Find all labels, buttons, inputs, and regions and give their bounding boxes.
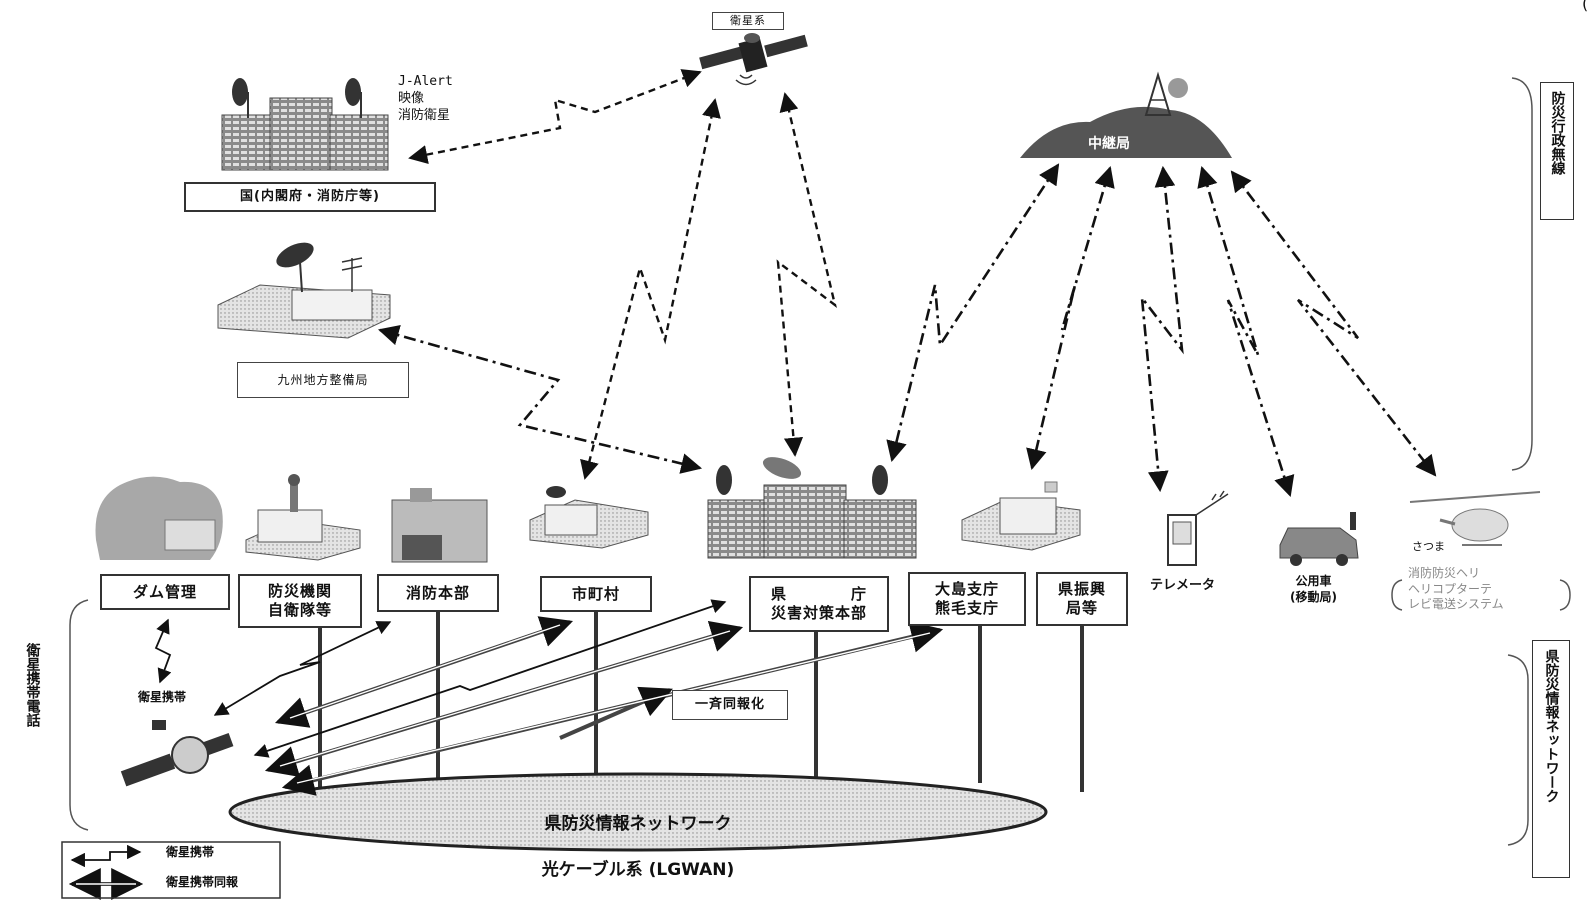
corner-mark: (	[1582, 0, 1589, 13]
national-building-icon	[221, 78, 389, 171]
side-label-right-top: 防災行政無線	[1540, 82, 1574, 220]
heli-system-label: 消防防災ヘリ ヘリコプターテ レビ電送システム	[1408, 566, 1504, 612]
legend-label-2: 衛星携帯同報	[166, 875, 239, 889]
dam-box: ダム管理	[100, 574, 230, 610]
bousai-kikan-icon	[245, 474, 361, 561]
oshima-building-icon	[961, 481, 1081, 551]
kyushu-box: 九州地方整備局	[237, 362, 409, 398]
bracket-heli-right	[1559, 579, 1571, 611]
kyushu-facility-icon	[217, 242, 391, 339]
relay-label: 中継局	[1088, 136, 1130, 152]
side-label-right-bottom-text: 県防災情報ネットワーク	[1543, 649, 1560, 803]
municipality-icon	[529, 486, 649, 549]
sat-phone-label: 衛星携帯	[138, 690, 187, 704]
bracket-network-right	[1507, 654, 1529, 846]
jalert-label: J-Alert 映像 消防衛星	[398, 74, 453, 123]
legend-symbols	[68, 844, 144, 900]
satellite-label: 衛星系	[712, 12, 784, 30]
bracket-bousai-musen	[1511, 77, 1533, 471]
side-label-left-text: 衛星携帯電話	[24, 643, 41, 727]
broadcast-label: 一斉同報化	[672, 690, 788, 720]
side-label-right-top-text: 防災行政無線	[1549, 91, 1566, 175]
side-label-right-bottom: 県防災情報ネットワーク	[1532, 640, 1570, 878]
public-car-icon	[1279, 512, 1359, 566]
bousai-kikan-box: 防災機関 自衛隊等	[238, 574, 362, 628]
shobo-honbu-box: 消防本部	[377, 574, 499, 612]
legend-label-1: 衛星携帯	[166, 845, 215, 859]
public-car-label: 公用車 (移動局)	[1290, 574, 1337, 604]
satellite-links	[408, 69, 837, 480]
oshima-box: 大島支庁 熊毛支庁	[908, 572, 1026, 626]
network-label: 県防災情報ネットワーク 光ケーブル系 (LGWAN)	[438, 790, 838, 905]
sat-phone-satellite-icon	[120, 720, 234, 787]
dam-icon	[95, 476, 223, 560]
network-line1: 県防災情報ネットワーク	[544, 813, 732, 834]
shichoson-box: 市町村	[540, 576, 652, 612]
satellite-icon	[699, 33, 808, 86]
telemeter-label: テレメータ	[1150, 578, 1216, 593]
side-label-left: 衛星携帯電話	[12, 603, 52, 783]
bracket-left	[69, 599, 89, 831]
kenshinko-box: 県振興 局等	[1036, 572, 1128, 626]
relay-station-hill	[1020, 71, 1232, 158]
kencho-box: 県 庁 災害対策本部	[749, 576, 889, 632]
prefecture-office-icon	[707, 457, 917, 559]
heli-name-label: さつま	[1412, 540, 1445, 553]
fire-hq-icon	[391, 488, 488, 563]
national-box: 国(内閣府・消防庁等)	[184, 182, 436, 212]
legend-frame	[61, 841, 281, 899]
helicopter-icon	[1409, 491, 1541, 546]
radio-links	[377, 163, 1437, 497]
bracket-heli	[1391, 579, 1403, 611]
telemeter-icon	[1167, 490, 1229, 566]
network-line2: 光ケーブル系 (LGWAN)	[541, 859, 735, 880]
broadcast-links	[264, 616, 944, 796]
